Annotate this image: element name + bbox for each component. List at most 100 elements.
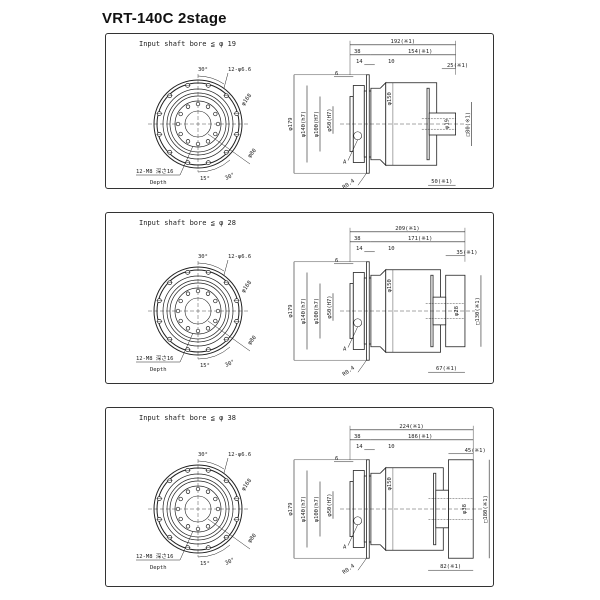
angle-30-label: 30° <box>198 452 208 458</box>
tap-hole <box>178 516 183 522</box>
tap-hole <box>195 328 201 334</box>
detail-a-label: A <box>343 545 347 551</box>
tap-hole <box>195 526 201 532</box>
tap-hole <box>178 496 183 502</box>
drawing: Input shaft bore ≦ φ 1930°12-φ6.6φ168φ80… <box>136 38 472 191</box>
angle-15-label: 15° <box>200 561 210 567</box>
page-title: VRT-140C 2stage <box>102 10 227 27</box>
angle-arc <box>197 75 225 85</box>
tap-hole <box>213 111 218 117</box>
tap-hole <box>213 298 218 304</box>
flange-offset-dim: 38 <box>354 434 361 440</box>
leader-line <box>357 558 367 571</box>
depth-label: Depth <box>150 180 167 186</box>
dim-10: 10 <box>388 246 395 252</box>
detail-a-label: A <box>343 347 347 353</box>
tap-hole <box>185 326 191 331</box>
hole-spec-label: 12-φ6.6 <box>228 67 251 73</box>
angle-30-label: 30° <box>198 254 208 260</box>
input-shaft-bore-label: Input shaft bore ≦ φ 38 <box>139 414 236 422</box>
leader-line <box>223 457 229 474</box>
leader-line <box>207 320 251 352</box>
tap-hole <box>185 139 191 144</box>
dim-6: 6 <box>335 258 338 264</box>
drawing-panel-bore-28: Input shaft bore ≦ φ 28 30° 12-φ6.6 φ168 φ80… <box>105 212 494 384</box>
input-shaft-bore-label: Input shaft bore ≦ φ 28 <box>139 219 236 227</box>
adapter-square-dim: □180(※1) <box>482 495 489 523</box>
pcd-label: φ168 <box>241 93 254 107</box>
pcd-label: φ168 <box>241 280 254 294</box>
drawing: Input shaft bore ≦ φ 28 30° 12-φ6.6 φ168 φ80… <box>136 219 482 378</box>
dia-140-dim: φ140(h7) <box>301 298 307 325</box>
dia-179-dim: φ179 <box>288 117 294 130</box>
tap-hole <box>213 131 218 137</box>
leader-line <box>347 139 358 161</box>
inner-dia-label: φ80 <box>247 335 258 346</box>
tap-hole <box>205 104 211 109</box>
tap-hole <box>215 506 221 512</box>
leader-line <box>357 360 367 373</box>
tap-hole <box>205 139 211 144</box>
radius-label: R0.4 <box>342 178 357 191</box>
angle-arc <box>197 159 231 173</box>
leader-line <box>223 72 229 89</box>
total-length-dim: 224(※1) <box>399 423 423 430</box>
leader-line <box>207 518 251 550</box>
angle-30b-label: 30° <box>224 172 236 182</box>
hole-spec-label: 12-φ6.6 <box>228 254 251 260</box>
tap-spec-label: 12-M8 深さ16 <box>136 552 174 560</box>
tap-hole <box>185 524 191 529</box>
dia-50-dim: φ50(H7) <box>327 493 333 516</box>
tap-hole <box>178 298 183 304</box>
adapter-length-dim: 25(※1) <box>447 62 468 69</box>
leader-line <box>357 173 367 186</box>
angle-arc <box>197 544 231 558</box>
inner-dia-label: φ80 <box>247 533 258 544</box>
shaft-length-dim: 82(※1) <box>440 563 461 570</box>
dia-50-dim: φ50(H7) <box>327 108 333 131</box>
angle-30b-label: 30° <box>224 359 236 369</box>
adapter-length-dim: 45(※1) <box>465 447 486 454</box>
body-length-dim: 154(※1) <box>408 48 432 55</box>
leader-line <box>179 332 194 363</box>
dia-140-dim: φ140(h7) <box>301 111 307 138</box>
tap-hole <box>178 318 183 324</box>
dia-140-dim: φ140(h7) <box>301 496 307 523</box>
tap-hole <box>195 288 201 294</box>
tap-hole <box>195 486 201 492</box>
tap-hole <box>205 291 211 296</box>
detail-a-circle <box>353 131 362 141</box>
leader-line <box>179 530 194 561</box>
leader-line <box>207 133 251 165</box>
tap-hole <box>175 308 181 314</box>
tap-hole <box>175 506 181 512</box>
pcd-label: φ168 <box>241 478 254 492</box>
angle-15-label: 15° <box>200 363 210 369</box>
depth-label: Depth <box>150 565 167 571</box>
detail-a-circle <box>353 516 362 526</box>
shaft-length-dim: 50(※1) <box>431 178 452 185</box>
dia-100-dim: φ100(h7) <box>314 496 320 523</box>
tap-hole <box>215 308 221 314</box>
inner-dia-label: φ80 <box>247 148 258 159</box>
tap-hole <box>215 121 221 127</box>
tap-hole <box>178 111 183 117</box>
tap-hole <box>205 524 211 529</box>
total-length-dim: 192(※1) <box>391 38 415 45</box>
radius-label: R0.4 <box>342 365 357 378</box>
tap-hole <box>213 318 218 324</box>
flange-offset-dim: 38 <box>354 49 361 55</box>
shaft-length-dim: 67(※1) <box>436 365 457 372</box>
dim-10: 10 <box>388 444 395 450</box>
leader-line <box>223 259 229 276</box>
dim-14: 14 <box>356 59 363 65</box>
dim-14: 14 <box>356 444 363 450</box>
dia-100-dim: φ100(h7) <box>314 298 320 325</box>
leader-line <box>179 145 194 176</box>
depth-label: Depth <box>150 367 167 373</box>
adapter-square-dim: □130(※1) <box>474 297 481 325</box>
dia-179-dim: φ179 <box>288 502 294 515</box>
shaft-dia-label: φ19 <box>445 119 451 129</box>
